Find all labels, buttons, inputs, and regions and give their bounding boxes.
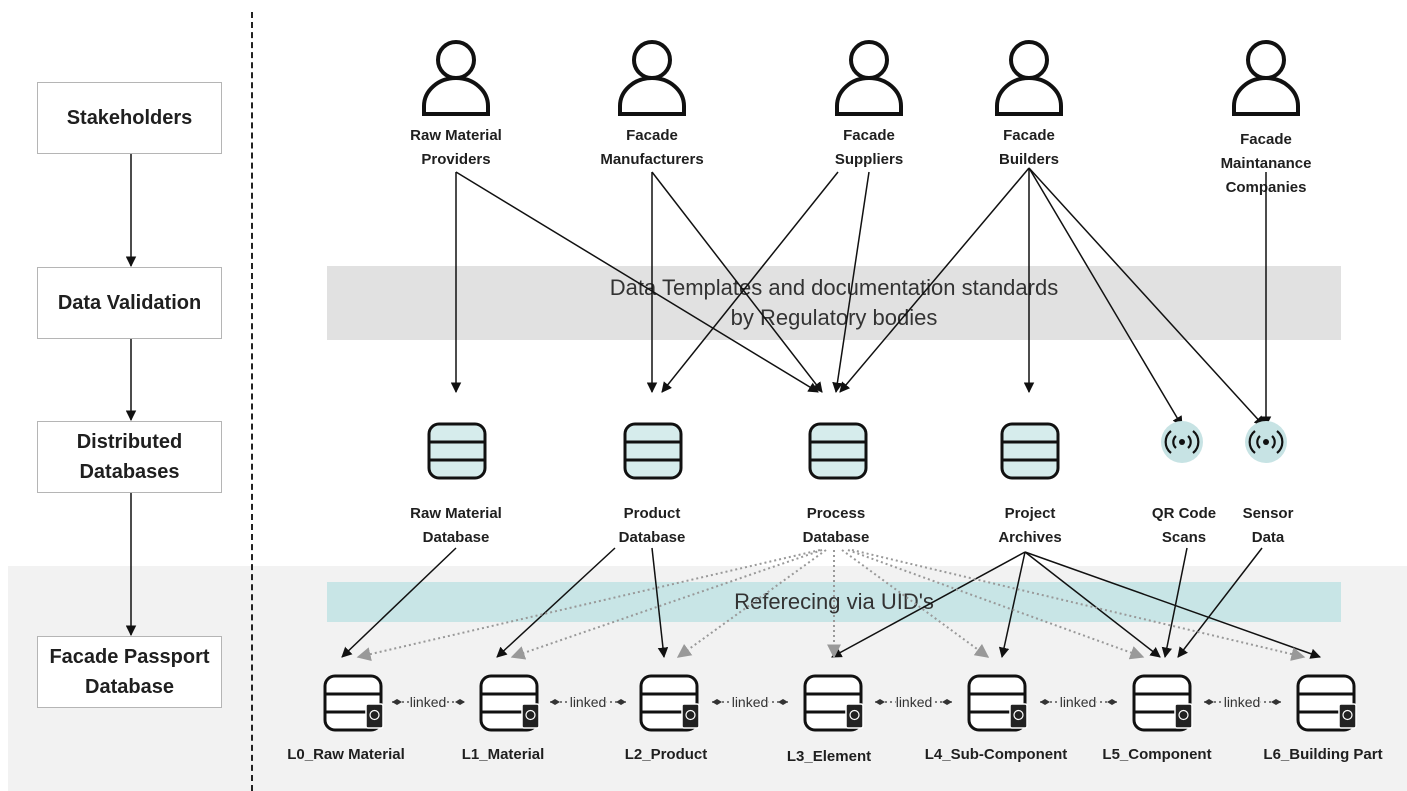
passport-database-icon-l2: [639, 674, 700, 732]
passport-database-icon-l5: [1132, 674, 1193, 732]
link-label-l1-l2: linked: [569, 694, 607, 710]
level-label-l4: L4_Sub-Component: [924, 746, 1068, 763]
stakeholders-box: Stakeholders: [37, 82, 222, 154]
person-icon: [1232, 40, 1300, 116]
passport-database-icon-l3: [803, 674, 864, 732]
stakeholder-label-facade-suppliers: Facade Suppliers: [834, 127, 904, 168]
link-label-l2-l3: linked: [731, 694, 769, 710]
passport-database-icon-l0: [323, 674, 384, 732]
level-label-l3: L3_Element: [786, 748, 872, 765]
database-label-process: Process Database: [802, 505, 870, 546]
person-icon: [618, 40, 686, 116]
passport-database-icon-l1: [479, 674, 540, 732]
person-icon: [835, 40, 903, 116]
database-label-raw-material: Raw Material Database: [410, 505, 502, 546]
passport-database-icon-l6: [1296, 674, 1357, 732]
person-icon: [995, 40, 1063, 116]
validation-band: Data Templates and documentation standar…: [327, 266, 1341, 340]
broadcast-icon: [1245, 421, 1287, 463]
column-divider: [251, 12, 253, 791]
data-validation-box: Data Validation: [37, 267, 222, 339]
stakeholder-label-facade-manufacturers: Facade Manufacturers: [600, 127, 704, 168]
level-label-l2: L2_Product: [624, 746, 708, 763]
stakeholder-label-facade-builders: Facade Builders: [998, 127, 1060, 168]
database-icon: [808, 422, 868, 480]
database-icon: [623, 422, 683, 480]
broadcast-icon: [1161, 421, 1203, 463]
facade-passport-database-box: Facade Passport Database: [37, 636, 222, 708]
link-label-l0-l1: linked: [409, 694, 447, 710]
passport-database-icon-l4: [967, 674, 1028, 732]
level-label-l1: L1_Material: [461, 746, 545, 763]
database-label-sensor-data: Sensor Data: [1242, 505, 1294, 546]
level-label-l6: L6_Building Part: [1263, 746, 1383, 763]
database-icon: [1000, 422, 1060, 480]
database-icon: [427, 422, 487, 480]
database-label-project-archives: Project Archives: [998, 505, 1062, 546]
link-label-l5-l6: linked: [1223, 694, 1261, 710]
level-label-l0: L0_Raw Material: [287, 746, 405, 763]
distributed-databases-box: Distributed Databases: [37, 421, 222, 493]
database-label-qr-code-scans: QR Code Scans: [1151, 505, 1217, 546]
link-label-l4-l5: linked: [1059, 694, 1097, 710]
stakeholder-label-raw-material-providers: Raw Material Providers: [410, 127, 502, 168]
link-label-l3-l4: linked: [895, 694, 933, 710]
person-icon: [422, 40, 490, 116]
database-label-product: Product Database: [618, 505, 686, 546]
level-label-l5: L5_Component: [1102, 746, 1212, 763]
